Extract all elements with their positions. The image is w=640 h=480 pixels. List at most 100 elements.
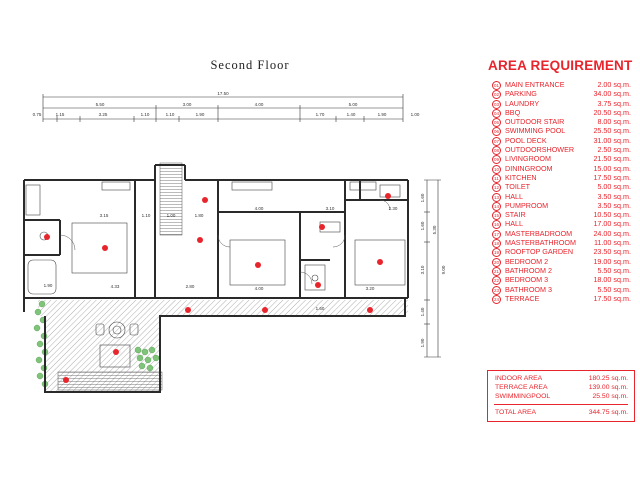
item-area: 24.00 sq.m. (593, 228, 631, 238)
dim-right: 1.60 (420, 193, 425, 202)
interior-dimensions: 3.15 1.10 1.00 1.80 4.00 3.10 2.30 4.33 … (44, 206, 398, 311)
item-area: 2.00 sq.m. (597, 80, 631, 89)
dim-row3: 1.10 (166, 112, 175, 117)
item-name: PUMPROOM (505, 200, 549, 210)
item-number-badge: 05 (492, 118, 501, 128)
item-number-badge: 20 (492, 257, 501, 267)
outdoor-stair (57, 162, 183, 391)
item-name: PARKING (505, 89, 537, 99)
dim-overall: 17.50 (217, 91, 229, 96)
item-area: 5.50 sq.m. (597, 265, 631, 275)
item-number-badge: 19 (492, 248, 501, 258)
item-number-badge: 07 (492, 136, 501, 146)
area-requirement-item: 11 KITCHEN 17.50 sq.m. (492, 172, 632, 183)
item-name: MASTERBATHROOM (505, 238, 576, 248)
item-number-badge: 01 (492, 81, 501, 90)
area-requirement-item: 19 ROOFTOP GARDEN 23.50 sq.m. (492, 247, 632, 258)
item-area: 20.50 sq.m. (593, 107, 631, 117)
svg-text:4.33: 4.33 (111, 284, 120, 289)
item-number-badge: 04 (492, 108, 501, 118)
svg-text:1.60: 1.60 (316, 306, 325, 311)
area-requirement-item: 23 BATHROOM 3 5.50 sq.m. (492, 284, 632, 295)
item-area: 23.50 sq.m. (593, 247, 631, 257)
item-name: KITCHEN (505, 172, 537, 182)
item-name: HALL (505, 219, 523, 229)
item-area: 18.00 sq.m. (593, 275, 631, 285)
area-requirement-item: 09 LIVINGROOM 21.50 sq.m. (492, 154, 632, 165)
room-marker (367, 307, 373, 313)
floor-plan: 17.50 5.50 3.00 4.00 5.00 0.75 1.15 3.25… (23, 91, 446, 393)
dim-row3: 1.90 (196, 112, 205, 117)
dim-right: 1.90 (420, 338, 425, 347)
terrace-area-row: TERRACE AREA 139.00 sq.m. (495, 384, 628, 391)
item-number-badge: 06 (492, 127, 501, 137)
item-number-badge: 18 (492, 239, 501, 249)
room-marker (102, 245, 108, 251)
svg-text:3.15: 3.15 (100, 213, 109, 218)
item-area: 5.50 sq.m. (597, 284, 631, 294)
room-marker (319, 224, 325, 230)
item-number-badge: 10 (492, 164, 501, 174)
item-number-badge: 11 (492, 173, 501, 183)
dim-row3: 1.15 (56, 112, 65, 117)
svg-text:3.10: 3.10 (326, 206, 335, 211)
item-name: DININGROOM (505, 163, 553, 173)
room-marker (202, 197, 208, 203)
item-area: 25.50 sq.m. (593, 126, 631, 136)
dim-row3: 1.40 (347, 112, 356, 117)
area-summary-box: INDOOR AREA 180.25 sq.m. TERRACE AREA 13… (487, 370, 635, 422)
item-name: LAUNDRY (505, 98, 540, 108)
item-name: BATHROOM 3 (505, 284, 552, 294)
item-name: MAIN ENTRANCE (505, 80, 565, 89)
svg-text:4.00: 4.00 (255, 206, 264, 211)
item-number-badge: 16 (492, 220, 501, 230)
item-area: 21.50 sq.m. (593, 154, 631, 164)
item-name: STAIR (505, 210, 526, 220)
item-name: LIVINGROOM (505, 154, 551, 164)
dim-right: 1.40 (420, 307, 425, 316)
svg-text:4.00: 4.00 (255, 286, 264, 291)
item-name: OUTDOORSHOWER (505, 145, 575, 155)
item-number-badge: 24 (492, 294, 501, 304)
item-area: 17.00 sq.m. (593, 219, 631, 229)
item-name: BEDROOM 3 (505, 275, 549, 285)
item-name: ROOFTOP GARDEN (505, 247, 574, 257)
item-number-badge: 14 (492, 201, 501, 211)
item-number-badge: 23 (492, 285, 501, 295)
svg-text:1.10: 1.10 (142, 213, 151, 218)
item-area: 17.50 sq.m. (593, 172, 631, 182)
total-area-row: TOTAL AREA 344.75 sq.m. (495, 409, 628, 416)
svg-text:1.80: 1.80 (195, 213, 204, 218)
item-area: 5.00 sq.m. (597, 182, 631, 192)
item-name: BEDROOM 2 (505, 256, 549, 266)
item-number-badge: 09 (492, 155, 501, 165)
rooftop-greenery (33, 300, 160, 388)
top-dimensions: 17.50 5.50 3.00 4.00 5.00 0.75 1.15 3.25… (33, 91, 420, 117)
room-marker (113, 349, 119, 355)
item-number-badge: 22 (492, 276, 501, 286)
dim-row2: 5.00 (349, 102, 358, 107)
dim-row3: 1.70 (316, 112, 325, 117)
dim-row2: 3.00 (183, 102, 192, 107)
item-area: 3.75 sq.m. (597, 98, 631, 108)
item-area: 3.50 sq.m. (597, 191, 631, 201)
room-marker (315, 282, 321, 288)
item-number-badge: 17 (492, 229, 501, 239)
summary-divider (494, 404, 628, 405)
room-marker (255, 262, 261, 268)
dim-right: 5.30 (432, 225, 437, 234)
item-name: BBQ (505, 107, 521, 117)
dim-right: 1.60 (420, 221, 425, 230)
svg-text:2.80: 2.80 (186, 284, 195, 289)
